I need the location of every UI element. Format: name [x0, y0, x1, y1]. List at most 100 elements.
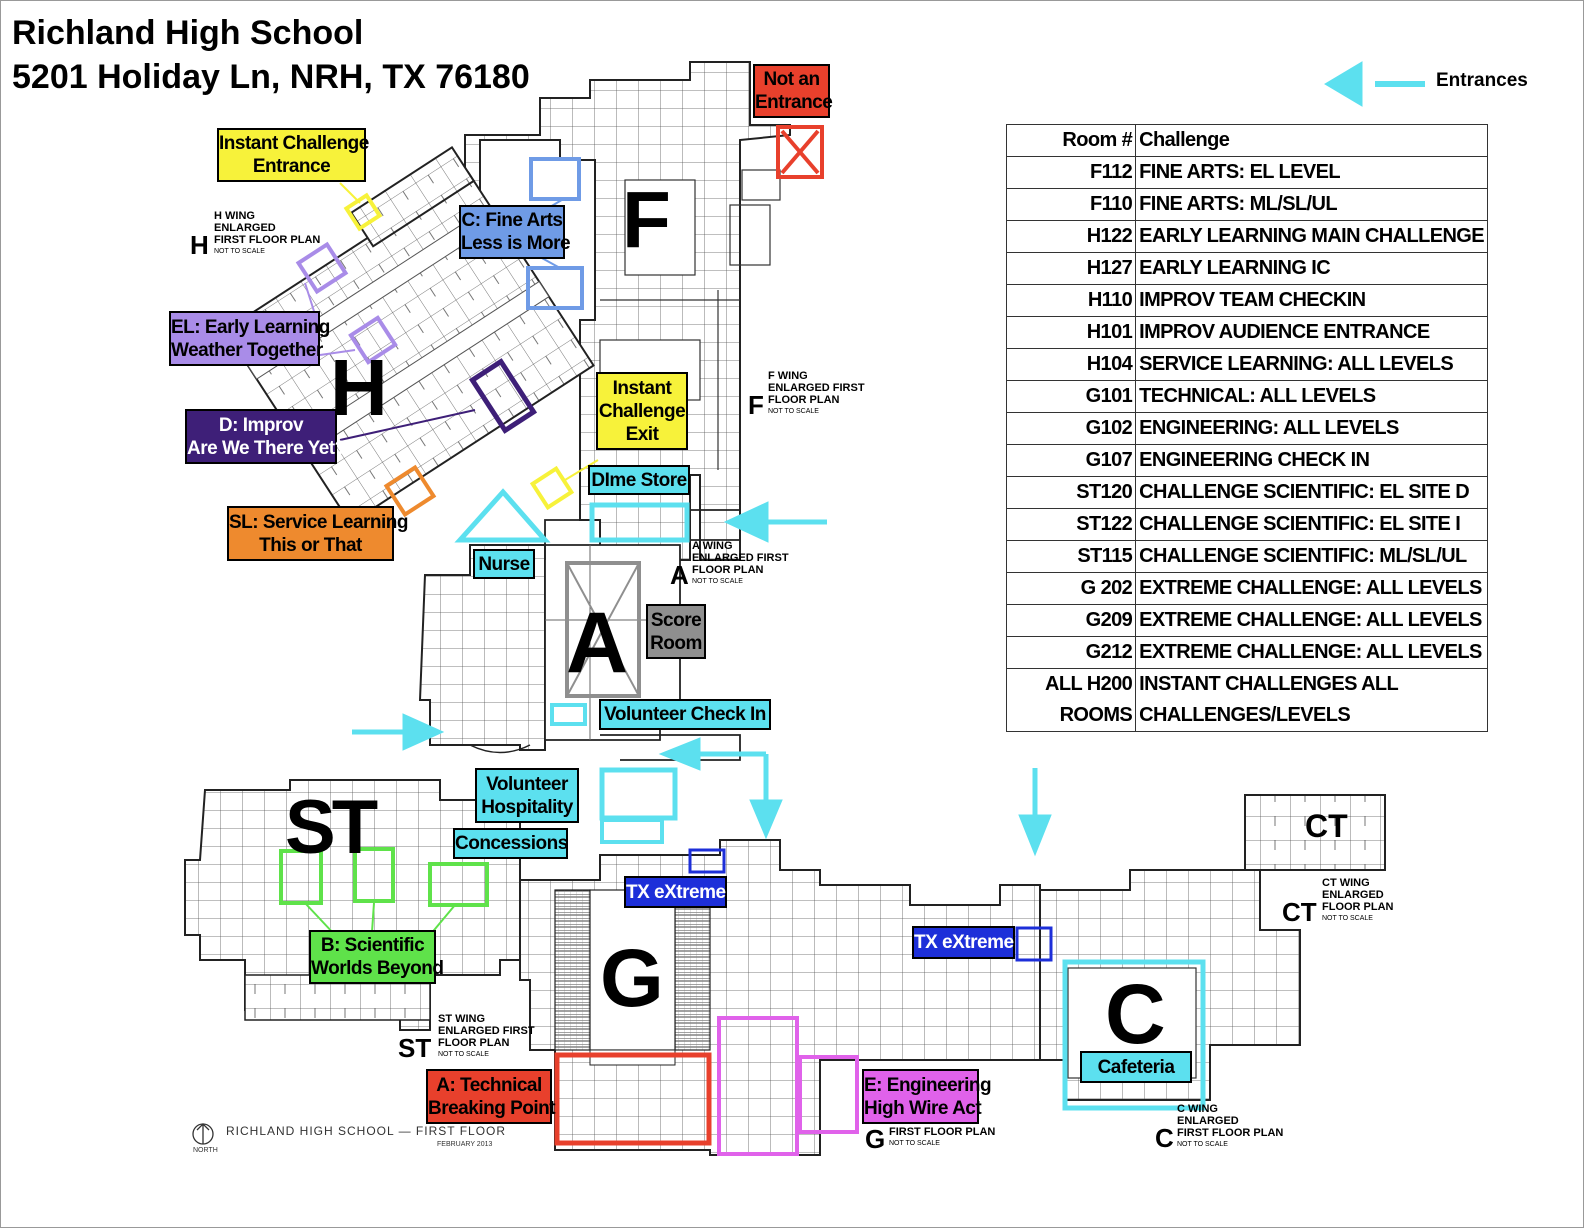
challenge-cell: CHALLENGE SCIENTIFIC: ML/SL/UL — [1135, 540, 1488, 573]
room-number-cell: H110 — [1005, 284, 1137, 317]
room-number-cell: ST120 — [1005, 476, 1137, 509]
challenge-cell: EARLY LEARNING MAIN CHALLENGE — [1135, 220, 1488, 253]
nurse-label: Nurse — [473, 549, 535, 579]
st-wing-title: ST ST WING ENLARGED FIRST FLOOR PLAN NOT… — [398, 1013, 535, 1063]
plan-date: FEBRUARY 2013 — [437, 1141, 493, 1148]
volunteer-check-in-label: Volunteer Check In — [599, 699, 771, 730]
challenge-cell: CHALLENGES/LEVELS — [1135, 700, 1488, 732]
challenge-cell: TECHNICAL: ALL LEVELS — [1135, 380, 1488, 413]
plan-title: RICHLAND HIGH SCHOOL — FIRST FLOOR — [226, 1124, 507, 1138]
c-wing-plan — [1039, 869, 1301, 1101]
ct-wing-plan — [1244, 794, 1386, 871]
a-wing-letter: A — [566, 595, 629, 691]
challenge-cell: IMPROV AUDIENCE ENTRANCE — [1135, 316, 1488, 349]
c-wing-letter: C — [1105, 967, 1166, 1061]
north-label: NORTH — [193, 1147, 218, 1154]
concessions-label: Concessions — [453, 828, 568, 859]
challenge-cell: IMPROV TEAM CHECKIN — [1135, 284, 1488, 317]
room-number-cell: F112 — [1005, 156, 1137, 189]
room-number-cell: ALL H200 — [1005, 668, 1137, 700]
room-number-cell: ST115 — [1005, 540, 1137, 573]
challenge-cell: SERVICE LEARNING: ALL LEVELS — [1135, 348, 1488, 381]
ct-wing-letter: CT — [1305, 808, 1348, 844]
school-name: Richland High School — [12, 14, 364, 52]
room-number-cell: H122 — [1005, 220, 1137, 253]
room-number-cell: F110 — [1005, 188, 1137, 221]
challenge-cell: FINE ARTS: ML/SL/UL — [1135, 188, 1488, 221]
g-wing-title: G FIRST FLOOR PLAN NOT TO SCALE — [865, 1124, 996, 1154]
room-number-cell: H127 — [1005, 252, 1137, 285]
room-number-cell: H104 — [1005, 348, 1137, 381]
tx-extreme-label-east: TX eXtreme — [912, 926, 1015, 959]
challenge-cell: EXTREME CHALLENGE: ALL LEVELS — [1135, 636, 1488, 669]
room-number-cell: ST122 — [1005, 508, 1137, 541]
challenge-cell: CHALLENGE SCIENTIFIC: EL SITE I — [1135, 508, 1488, 541]
a-wing-plan — [418, 544, 681, 754]
f-wing-letter: F — [622, 175, 671, 264]
room-number-cell: G101 — [1005, 380, 1137, 413]
room-number-cell: H101 — [1005, 316, 1137, 349]
challenge-cell: ENGINEERING: ALL LEVELS — [1135, 412, 1488, 445]
st-wing-letter: ST — [285, 785, 378, 870]
challenge-cell: FINE ARTS: EL LEVEL — [1135, 156, 1488, 189]
st-wing-plan — [184, 779, 521, 1031]
a-wing-title: A A WING ENLARGED FIRST FLOOR PLAN NOT T… — [670, 540, 789, 590]
c-wing-title: C C WING ENLARGED FIRST FLOOR PLAN NOT T… — [1155, 1103, 1284, 1153]
room-number-cell: G209 — [1005, 604, 1137, 637]
challenge-cell: CHALLENGE SCIENTIFIC: EL SITE D — [1135, 476, 1488, 509]
entrances-legend-label: Entrances — [1436, 70, 1528, 91]
challenge-cell: EXTREME CHALLENGE: ALL LEVELS — [1135, 604, 1488, 637]
room-number-cell: G107 — [1005, 444, 1137, 477]
h-wing-letter: H — [330, 343, 388, 432]
f-wing-title: F F WING ENLARGED FIRST FLOOR PLAN NOT T… — [748, 370, 865, 420]
challenge-cell: INSTANT CHALLENGES ALL — [1135, 668, 1488, 700]
ct-wing-title: CT CT WING ENLARGED FLOOR PLAN NOT TO SC… — [1282, 877, 1394, 927]
challenge-cell: EARLY LEARNING IC — [1135, 252, 1488, 285]
school-address: 5201 Holiday Ln, NRH, TX 76180 — [12, 58, 530, 96]
cafeteria-label: Cafeteria — [1080, 1051, 1192, 1083]
room-number-cell: ROOMS — [1005, 700, 1137, 732]
room-number-cell: G102 — [1005, 412, 1137, 445]
g-wing-plan — [519, 839, 1041, 1156]
room-number-cell: G212 — [1005, 636, 1137, 669]
column-header-challenge: Challenge — [1135, 124, 1488, 157]
dime-store-label: DIme Store — [588, 465, 690, 495]
g-wing-letter: G — [600, 933, 664, 1024]
f-wing-plan — [464, 61, 791, 561]
challenge-cell: EXTREME CHALLENGE: ALL LEVELS — [1135, 572, 1488, 605]
tx-extreme-label-gym: TX eXtreme — [624, 876, 727, 908]
h-wing-title: H H WING ENLARGED FIRST FLOOR PLAN NOT T… — [190, 210, 321, 260]
